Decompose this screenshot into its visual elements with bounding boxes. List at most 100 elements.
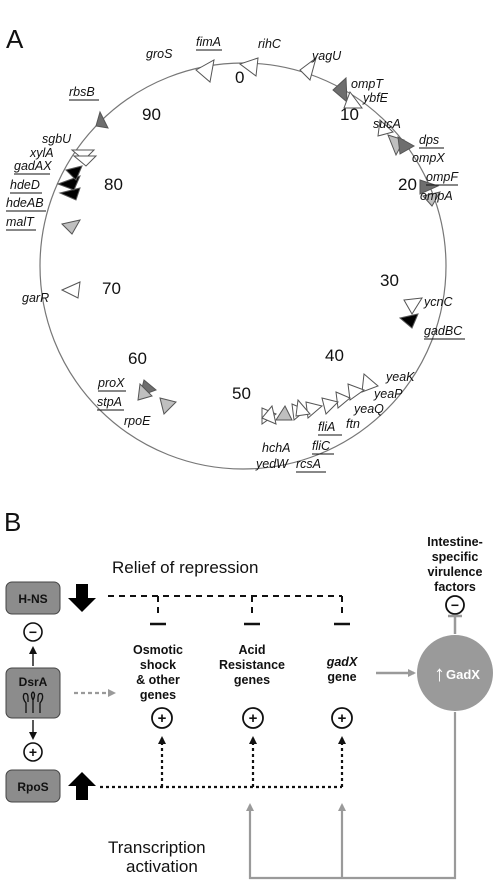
tick-20: 20	[398, 175, 417, 194]
gene-markers	[56, 56, 442, 425]
marker-ompX	[397, 136, 416, 155]
cat-osmotic-line1: Osmotic	[133, 643, 183, 657]
marker-hchA-grey	[275, 404, 293, 421]
marker-ycnC	[403, 297, 423, 315]
gadx-label: GadX	[446, 667, 480, 682]
marker-ompT	[332, 76, 348, 104]
marker-sucA	[377, 118, 395, 137]
gadx-up-arrow: ↑	[434, 661, 445, 686]
osmotic-plus-circle	[151, 707, 173, 729]
gene-ompA: ompA	[420, 189, 453, 203]
cat-gadx-name: gadX	[326, 655, 358, 669]
relief-of-repression-label: Relief of repression	[112, 558, 258, 577]
virulence-minus-circle	[445, 595, 465, 615]
gene-garR: garR	[22, 291, 49, 305]
gene-rcsA: rcsA	[296, 457, 321, 471]
marker-xylA	[72, 155, 98, 167]
rpos-label: RpoS	[17, 780, 48, 794]
gene-hdeAB: hdeAB	[6, 196, 44, 210]
gene-hchA: hchA	[262, 441, 291, 455]
gene-xylA: xylA	[29, 146, 54, 160]
osmotic-plus-sign: +	[158, 710, 167, 727]
cat-acid-line2: Resistance	[219, 658, 285, 672]
virulence-line1: Intestine-	[427, 535, 483, 549]
virulence-minus-sign: −	[451, 597, 459, 613]
gadx-circle	[417, 635, 493, 711]
rpos-up-arrow	[68, 772, 96, 800]
gadx-feedback-to-acid	[246, 712, 457, 880]
marker-garR	[60, 281, 81, 299]
cat-osmotic-line4: genes	[140, 688, 176, 702]
marker-hdeAB	[58, 187, 81, 201]
gene-hdeD: hdeD	[10, 178, 40, 192]
gene-fimA: fimA	[196, 35, 221, 49]
marker-yeaQ	[335, 391, 351, 409]
gadx-plus-sign: +	[338, 710, 347, 727]
hns-down-arrow	[68, 584, 96, 612]
gene-ycnC: ycnC	[423, 295, 453, 309]
marker-rcsA	[295, 398, 311, 417]
marker-yagU	[299, 56, 317, 81]
gene-fliC: fliC	[312, 439, 331, 453]
gene-proX: proX	[97, 376, 125, 390]
rpos-plus-circle	[23, 742, 43, 762]
transcription-label-line1: Transcription	[108, 838, 206, 857]
panel-b-label: B	[4, 507, 21, 537]
gene-ompX: ompX	[412, 151, 445, 165]
gene-sgbU: sgbU	[42, 132, 72, 146]
dsra-box	[5, 667, 61, 719]
hns-minus-circle	[23, 622, 43, 642]
tick-30: 30	[380, 271, 399, 290]
gene-malT: malT	[6, 215, 35, 229]
gene-yeaP: yeaP	[373, 387, 403, 401]
gene-dps: dps	[419, 133, 439, 147]
gene-yeaQ: yeaQ	[353, 402, 384, 416]
virulence-line4: factors	[434, 580, 476, 594]
gene-yedW: yedW	[255, 457, 289, 471]
gene-ompF: ompF	[426, 170, 459, 184]
dsra-label: DsrA	[19, 675, 48, 689]
marker-malT	[61, 219, 81, 235]
acid-plus-sign: +	[249, 710, 258, 727]
cat-acid-line3: genes	[234, 673, 270, 687]
hns-label: H-NS	[18, 592, 47, 606]
cat-gadx-word: gene	[327, 670, 356, 684]
tick-70: 70	[102, 279, 121, 298]
acid-plus-circle	[242, 707, 264, 729]
hns-minus-sign: −	[29, 624, 37, 640]
hns-box	[5, 581, 61, 615]
panel-a-label: A	[6, 24, 24, 54]
marker-ftn	[321, 397, 339, 415]
marker-fliA	[305, 401, 324, 419]
gene-yagU: yagU	[311, 49, 342, 63]
virulence-line2: specific	[432, 550, 479, 564]
tick-90: 90	[142, 105, 161, 124]
cat-osmotic-line3: & other	[136, 673, 180, 687]
gene-yeaK: yeaK	[385, 370, 415, 384]
gene-groS: groS	[146, 47, 173, 61]
gene-gadAX: gadAX	[14, 159, 52, 173]
tick-0: 0	[235, 68, 244, 87]
cat-acid-line1: Acid	[238, 643, 265, 657]
tick-50: 50	[232, 384, 251, 403]
gene-ompT: ompT	[351, 77, 384, 91]
gene-sucA: sucA	[373, 117, 401, 131]
rpos-box	[5, 769, 61, 803]
marker-rbsB	[95, 110, 109, 129]
cat-osmotic-line2: shock	[140, 658, 176, 672]
marker-ompA	[422, 191, 442, 207]
marker-rpoE	[159, 397, 177, 415]
marker-gadBC	[398, 313, 419, 329]
gene-ftn: ftn	[346, 417, 360, 431]
marker-hdeD	[56, 175, 81, 191]
gene-rihC: rihC	[258, 37, 282, 51]
tick-10: 10	[340, 105, 359, 124]
marker-stpA	[137, 382, 153, 401]
virulence-line3: virulence	[428, 565, 483, 579]
tick-40: 40	[325, 346, 344, 365]
gene-gadBC: gadBC	[424, 324, 463, 338]
marker-gadAX	[65, 165, 83, 181]
gene-ybfE: ybfE	[362, 91, 389, 105]
rpos-plus-sign: +	[29, 744, 37, 760]
